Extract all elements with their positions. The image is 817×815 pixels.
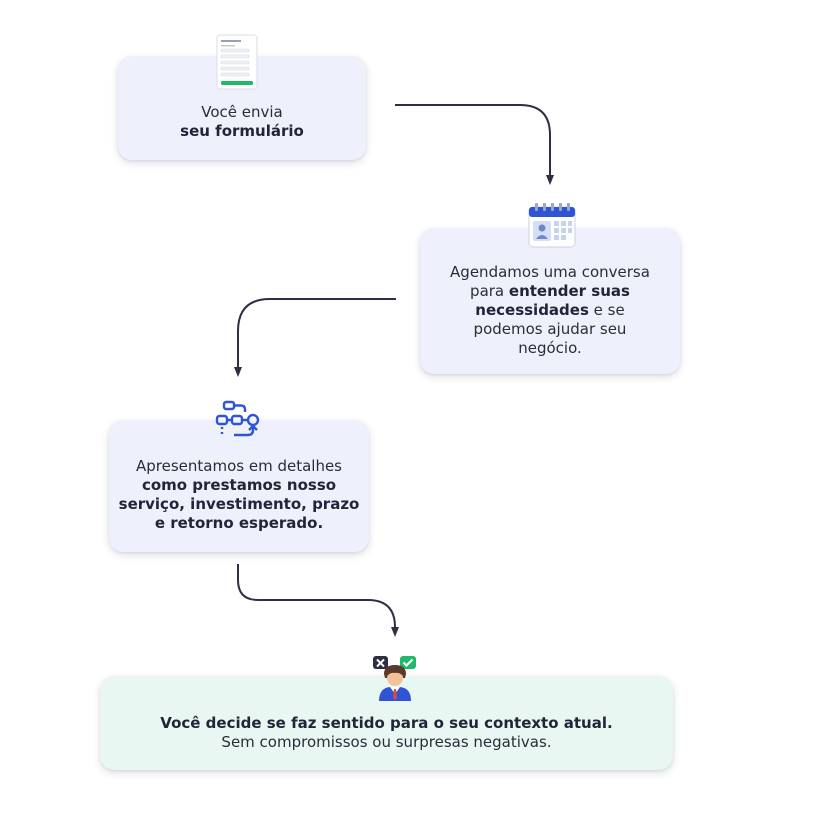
step-2-text-line-2: para xyxy=(470,281,509,300)
step-4-bold-text: Você decide se faz sentido para o seu co… xyxy=(160,714,613,732)
step-4-text: Sem compromissos ou surpresas negativas. xyxy=(221,733,552,751)
arrow-step1-to-step2 xyxy=(395,104,554,185)
step-2-bold-text-1: entender suas xyxy=(508,281,630,300)
form-document-icon xyxy=(216,34,258,94)
step-3-card: Apresentamos em detalhes como prestamos … xyxy=(109,420,369,552)
arrow-step3-to-step4 xyxy=(237,564,399,637)
step-2-text-line-1: Agendamos uma conversa xyxy=(450,262,650,281)
step-3-bold-text-3: e retorno esperado. xyxy=(154,514,324,532)
calendar-icon xyxy=(528,202,576,252)
step-2-bold-text-2: necessidades xyxy=(475,300,589,319)
step-1-text: Você envia xyxy=(201,103,283,121)
step-2-card: Agendamos uma conversa para entender sua… xyxy=(420,228,680,374)
decision-person-icon xyxy=(372,654,418,706)
arrow-step2-to-step3 xyxy=(234,298,396,377)
step-1-bold-text: seu formulário xyxy=(180,122,304,140)
workflow-icon xyxy=(214,400,262,444)
step-3-bold-text-1: como prestamos nosso xyxy=(141,476,337,494)
step-3-text: Apresentamos em detalhes xyxy=(136,457,342,475)
step-3-bold-text-2: serviço, investimento, prazo xyxy=(118,495,360,513)
step-2-text-line-5: negócio. xyxy=(518,338,582,357)
step-2-text-line-4: podemos ajudar seu xyxy=(473,319,627,338)
step-2-text-line-3: e se xyxy=(588,300,625,319)
